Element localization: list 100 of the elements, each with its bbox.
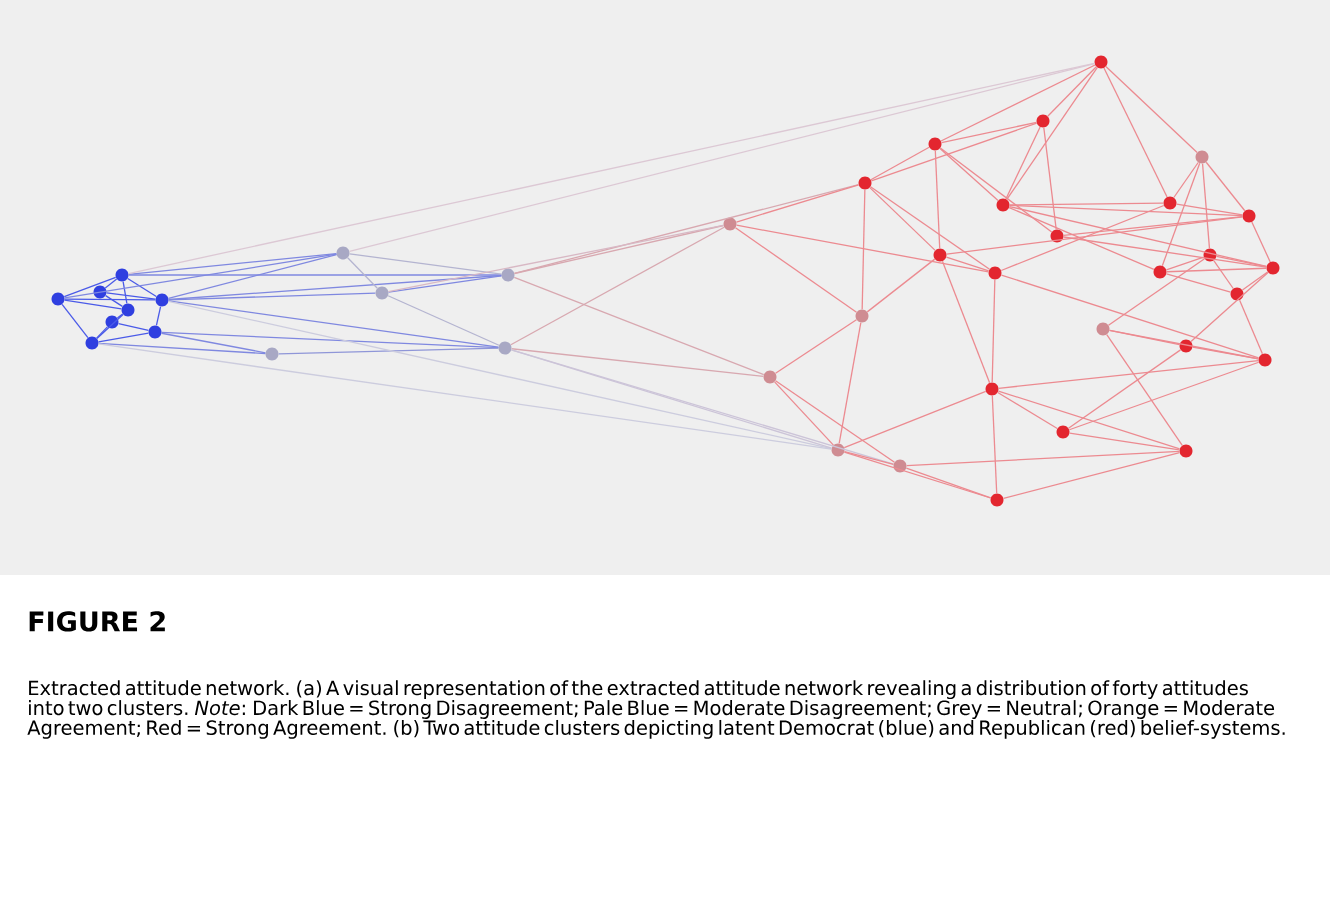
network-link — [1201, 163, 1211, 249]
network-link — [1251, 221, 1271, 263]
network-link — [161, 331, 499, 349]
network-node — [928, 137, 942, 151]
network-link — [1107, 258, 1206, 326]
network-node — [858, 176, 872, 190]
network-link — [1006, 66, 1098, 201]
network-link — [61, 303, 89, 339]
network-node — [1096, 322, 1110, 336]
network-link — [1043, 127, 1057, 230]
network-node — [501, 268, 515, 282]
network-link — [1176, 203, 1244, 216]
network-link — [946, 216, 1243, 255]
network-link — [128, 274, 502, 276]
network-node — [1094, 55, 1108, 69]
network-node — [85, 336, 99, 350]
network-link — [168, 300, 499, 348]
network-link — [843, 451, 895, 465]
network-link — [866, 258, 936, 313]
network-link — [95, 326, 109, 339]
network-link — [1191, 346, 1260, 360]
network-node — [763, 370, 777, 384]
network-link — [1241, 271, 1269, 291]
network-link — [940, 121, 1038, 144]
network-link — [105, 295, 124, 308]
network-link — [997, 390, 1181, 450]
network-link — [905, 467, 992, 499]
network-node — [51, 292, 65, 306]
network-link — [1106, 333, 1183, 447]
network-link — [1009, 204, 1243, 217]
network-link — [1067, 349, 1182, 429]
network-link — [510, 349, 895, 465]
network-link — [1173, 161, 1199, 199]
network-link — [997, 391, 1058, 430]
network-link — [104, 278, 118, 289]
network-link — [388, 275, 502, 293]
network-link — [387, 295, 500, 346]
network-node — [1056, 425, 1070, 439]
network-node — [933, 248, 947, 262]
network-link — [97, 343, 833, 450]
network-node — [121, 303, 135, 317]
network-link — [1166, 267, 1267, 273]
network-link — [63, 299, 123, 310]
network-link — [735, 184, 860, 223]
network-link — [1165, 273, 1232, 293]
network-link — [1069, 432, 1181, 451]
network-node — [265, 347, 279, 361]
network-link — [870, 122, 1038, 182]
network-node — [375, 286, 389, 300]
network-link — [1105, 65, 1198, 154]
network-link — [513, 224, 725, 275]
network-link — [96, 313, 124, 340]
network-node — [1242, 209, 1256, 223]
network-link — [1190, 271, 1269, 343]
network-link — [774, 319, 858, 374]
network-link — [735, 224, 990, 273]
network-link — [63, 276, 117, 298]
network-link — [843, 390, 987, 449]
network-node — [1258, 353, 1272, 367]
network-link — [510, 226, 725, 346]
network-link — [387, 224, 725, 293]
network-link — [869, 186, 991, 270]
network-node — [148, 325, 162, 339]
network-node — [1195, 150, 1209, 164]
network-link — [940, 64, 1096, 142]
network-link — [511, 348, 764, 377]
network-link — [1063, 216, 1243, 236]
network-link — [1005, 126, 1041, 200]
network-node — [336, 246, 350, 260]
network-link — [1213, 259, 1234, 290]
network-link — [939, 147, 1053, 233]
caption: Extracted attitude network. (a) A visual representation of the extracted attitude network revealing a distribution of forty attitudes into two clusters. Note: Dark Blue = Strong Disagreement; Pale Blue = Moderate Disagreement; Grey = Neutral; Orange = Moderate Agreement; Red = Strong Agreement. (b) Two attitude clusters depicting latent Democrat (blue) and Republican (red) belief-systems. — [27, 680, 1285, 739]
network-link — [1000, 204, 1165, 272]
network-link — [934, 150, 941, 249]
network-link — [278, 347, 499, 355]
network-link — [63, 253, 338, 299]
network-node — [1179, 444, 1193, 458]
network-link — [991, 279, 996, 383]
network-link — [1068, 361, 1260, 431]
network-link — [998, 360, 1259, 389]
figure-title: FIGURE 2 — [29, 611, 165, 632]
network-link — [1063, 236, 1268, 268]
network-link — [167, 254, 338, 299]
network-link — [117, 322, 150, 332]
network-node — [1179, 339, 1193, 353]
network-link — [861, 189, 866, 310]
network-link — [906, 450, 1180, 467]
network-node — [988, 266, 1002, 280]
network-link — [1009, 202, 1164, 206]
network-link — [838, 321, 862, 445]
network-node — [1203, 248, 1217, 262]
network-node — [93, 285, 107, 299]
network-link — [1205, 161, 1246, 212]
network-node — [855, 309, 869, 323]
network-link — [1103, 67, 1168, 198]
network-link — [939, 147, 999, 202]
network-link — [106, 292, 156, 300]
network-node — [1153, 265, 1167, 279]
network-link — [348, 63, 1096, 252]
network-node — [105, 315, 119, 329]
